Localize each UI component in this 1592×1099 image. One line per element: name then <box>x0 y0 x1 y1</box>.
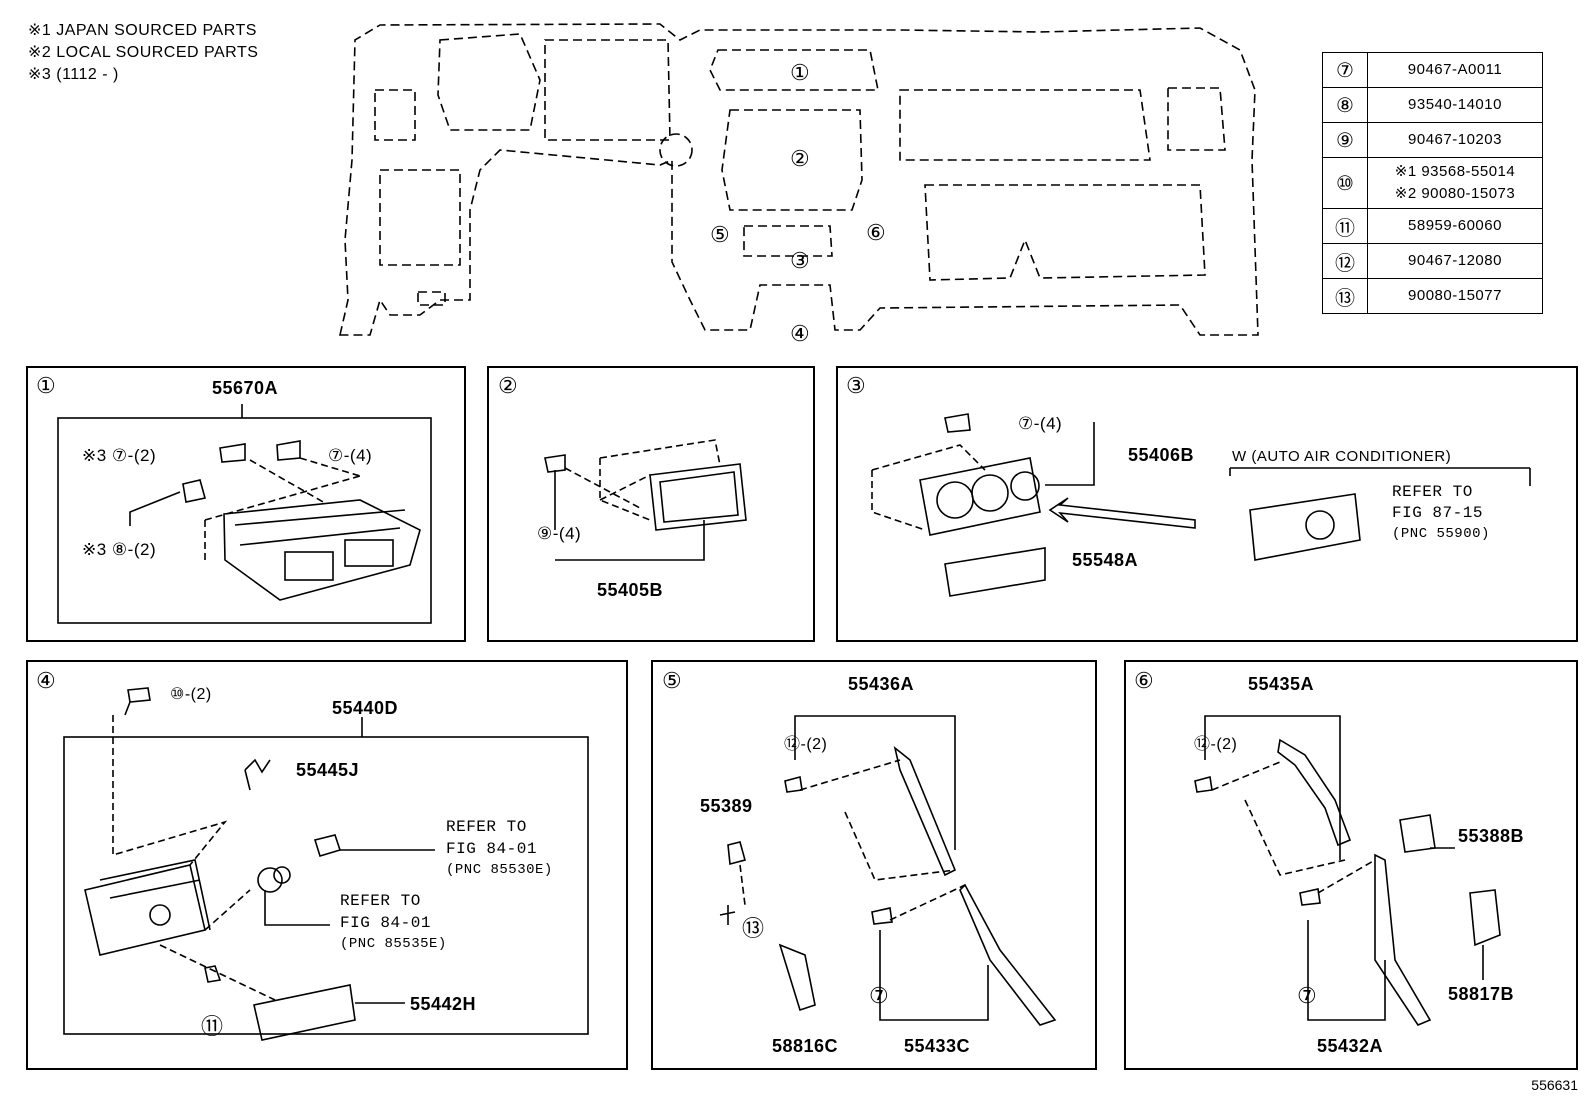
panel-1-number: ① <box>36 373 56 398</box>
callout-label: ※3 ⑧-(2) <box>82 540 157 559</box>
figure-number: 556631 <box>1531 1077 1578 1093</box>
reference-label: (PNC 85530E) <box>446 862 553 878</box>
table-row: ⑧ 93540-14010 <box>1322 87 1543 123</box>
reference-label: FIG 84-01 <box>446 840 537 858</box>
part-label: 55548A <box>1072 550 1139 570</box>
panel-3 <box>836 366 1578 642</box>
reference-label: REFER TO <box>446 818 527 836</box>
table-key: ⑧ <box>1322 87 1368 123</box>
note-3: ※3 (1112 - ) <box>28 66 119 83</box>
panel-3-art <box>871 413 1531 597</box>
panel-6 <box>1124 660 1578 1070</box>
dashboard-overview <box>338 23 1259 336</box>
reference-label: FIG 84-01 <box>340 914 431 932</box>
panel-5-number: ⑤ <box>662 668 682 693</box>
note-1: ※1 JAPAN SOURCED PARTS <box>28 22 257 39</box>
callout-label: ⑦-(4) <box>1018 414 1063 433</box>
panel-2-number: ② <box>498 373 518 398</box>
panel-5 <box>651 660 1097 1070</box>
reference-label: (PNC 85535E) <box>340 936 447 952</box>
part-label: 55442H <box>410 994 477 1014</box>
table-row: ⑬ 90080-15077 <box>1322 278 1543 314</box>
part-label: 55388B <box>1458 826 1525 846</box>
callout-6: ⑥ <box>866 220 886 245</box>
auto-ac-label: W (AUTO AIR CONDITIONER) <box>1232 448 1452 465</box>
table-value: ※1 93568-55014 <box>1394 163 1516 180</box>
table-row: ⑨ 90467-10203 <box>1322 122 1543 158</box>
note-2: ※2 LOCAL SOURCED PARTS <box>28 44 259 61</box>
part-label: 58816C <box>772 1036 839 1056</box>
notes: ※1 JAPAN SOURCED PARTS ※2 LOCAL SOURCED … <box>28 20 258 86</box>
part-label: 55435A <box>1248 674 1315 694</box>
callout-label: ⑨-(4) <box>537 524 582 543</box>
callout-label: ※3 ⑦-(2) <box>82 446 157 465</box>
table-key: ⑫ <box>1322 243 1368 279</box>
callout-label: ⑩-(2) <box>170 686 212 703</box>
part-label: 55436A <box>848 674 915 694</box>
table-key: ⑩ <box>1322 157 1368 209</box>
table-row: ⑪ 58959-60060 <box>1322 208 1543 244</box>
table-value: 90080-15077 <box>1408 287 1502 304</box>
part-label: 55433C <box>904 1036 971 1056</box>
table-value: 58959-60060 <box>1408 217 1502 234</box>
callout-label: ⑬ <box>742 916 765 941</box>
callout-label: ⑪ <box>201 1014 224 1039</box>
part-label: 55670A <box>212 378 279 398</box>
reference-label: REFER TO <box>1392 483 1473 501</box>
table-value: ※2 90080-15073 <box>1394 185 1516 202</box>
callout-1: ① <box>790 60 810 85</box>
table-key: ⑬ <box>1322 278 1368 314</box>
table-row: ⑫ 90467-12080 <box>1322 243 1543 279</box>
part-label: 58817B <box>1448 984 1515 1004</box>
reference-label: REFER TO <box>340 892 421 910</box>
callout-3: ③ <box>790 248 810 273</box>
callout-label: ⑦-(4) <box>328 446 373 465</box>
part-label: 55432A <box>1317 1036 1384 1056</box>
panel-5-art <box>719 715 1057 1026</box>
part-label: 55445J <box>296 760 360 780</box>
reference-label: FIG 87-15 <box>1392 504 1483 522</box>
part-label: 55440D <box>332 698 399 718</box>
panel-3-number: ③ <box>846 373 866 398</box>
panel-1 <box>26 366 466 642</box>
part-label: 55389 <box>700 796 753 816</box>
callout-label: ⑦ <box>1297 983 1317 1008</box>
table-key: ⑪ <box>1322 208 1368 244</box>
panel-4 <box>26 660 628 1070</box>
panel-2-art <box>544 439 747 561</box>
table-value: 90467-12080 <box>1408 252 1502 269</box>
table-key: ⑨ <box>1322 122 1368 158</box>
panel-6-number: ⑥ <box>1134 668 1154 693</box>
table-row: ⑩ ※1 93568-55014 ※2 90080-15073 <box>1322 157 1543 209</box>
callout-2: ② <box>790 146 810 171</box>
reference-label: (PNC 55900) <box>1392 526 1490 542</box>
table-value: 90467-10203 <box>1408 131 1502 148</box>
callout-label: ⑦ <box>869 983 889 1008</box>
table-row: ⑦ 90467-A0011 <box>1322 52 1543 88</box>
table-value: 90467-A0011 <box>1407 61 1503 78</box>
panel-2 <box>487 366 815 642</box>
panel-4-art <box>63 687 589 1041</box>
panel-6-art <box>1194 715 1501 1026</box>
panel-4-number: ④ <box>36 668 56 693</box>
callout-label: ⑫-(2) <box>784 736 828 753</box>
callout-label: ⑫-(2) <box>1194 736 1238 753</box>
panel-1-art <box>57 404 432 624</box>
part-label: 55406B <box>1128 445 1195 465</box>
callout-4: ④ <box>790 321 810 346</box>
table-key: ⑦ <box>1322 52 1368 88</box>
part-label: 55405B <box>597 580 664 600</box>
table-value: 93540-14010 <box>1408 96 1502 113</box>
callout-5: ⑤ <box>710 222 730 247</box>
parts-table: ⑦ 90467-A0011 ⑧ 93540-14010 ⑨ 90467-10203 ⑩… <box>1322 52 1543 314</box>
